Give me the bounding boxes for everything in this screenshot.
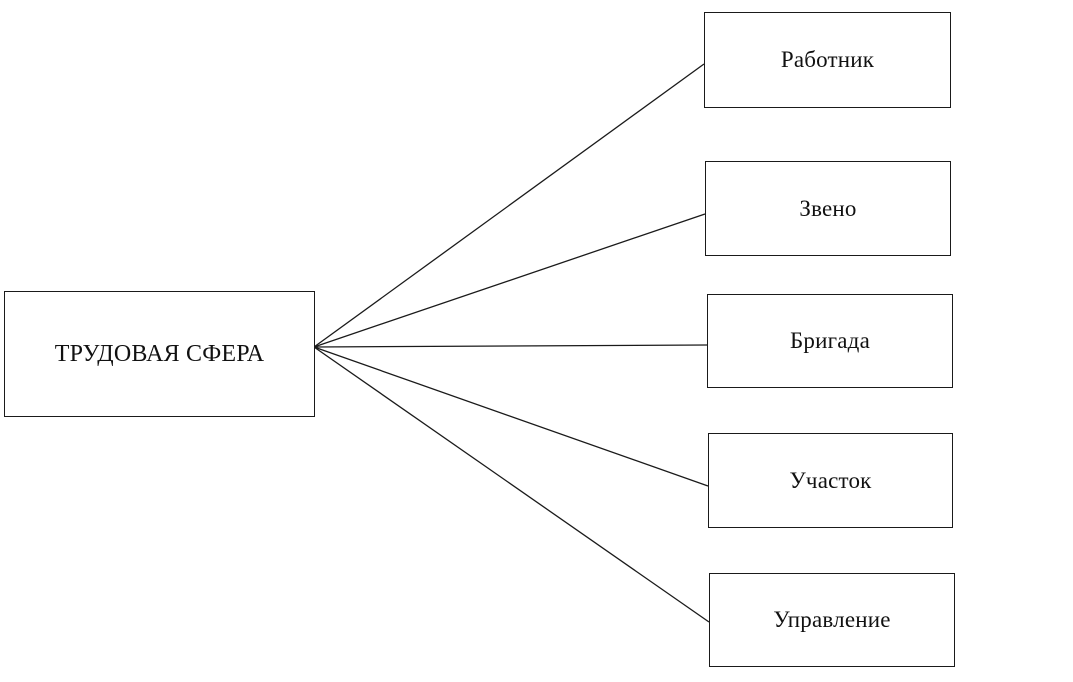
connector-line-zveno [313, 213, 706, 348]
child-node-rabotnik: Работник [704, 12, 951, 108]
connector-line-brigada [313, 344, 708, 348]
child-node-label: Бригада [790, 328, 870, 353]
child-node-label: Управление [773, 607, 891, 632]
child-node-label: Работник [780, 47, 875, 72]
connector-line-rabotnik [313, 63, 705, 348]
child-node-upravlenie: Управление [709, 573, 955, 667]
child-node-label: Участок [789, 467, 872, 493]
child-node-zveno: Звено [705, 161, 951, 256]
connector-line-upravlenie [313, 346, 710, 623]
child-node-label: Звено [799, 195, 857, 221]
child-node-uchastok: Участок [708, 433, 953, 528]
child-node-brigada: Бригада [707, 294, 953, 388]
root-node-label: ТРУДОВАЯ СФЕРА [54, 340, 265, 367]
connector-line-uchastok [313, 346, 709, 487]
root-node: ТРУДОВАЯ СФЕРА [4, 291, 315, 417]
